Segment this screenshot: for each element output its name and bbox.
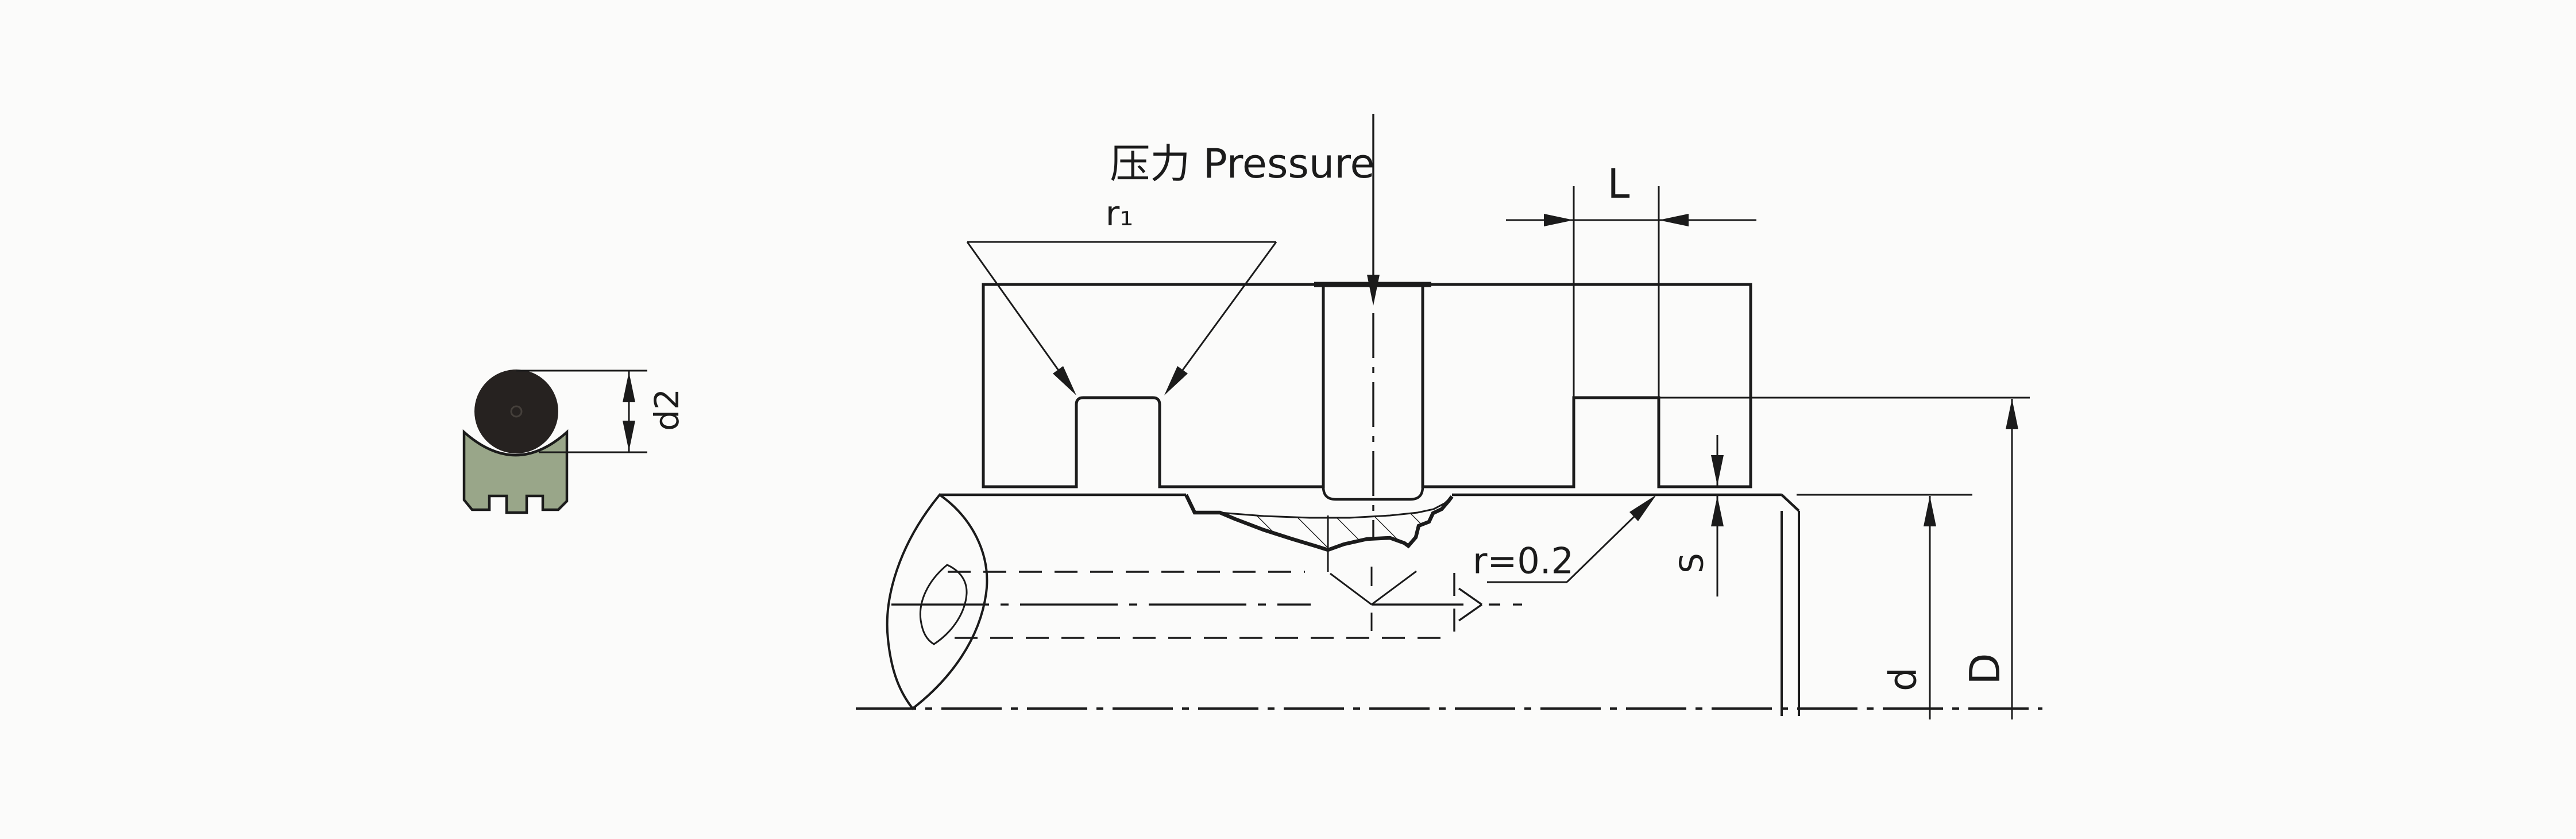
- pressure-arrow-icon: [1367, 275, 1380, 306]
- arrow-left-icon: [1659, 214, 1689, 226]
- pressure-label: 压力 Pressure: [1110, 140, 1374, 187]
- groove-radius-callout: r₁: [966, 194, 1277, 395]
- d-label: d: [1881, 667, 1925, 691]
- cone-right-edge: [1371, 570, 1417, 606]
- installed-seal-outline: [1184, 494, 1454, 552]
- arrow-right-icon: [1544, 214, 1574, 226]
- o-ring-center-mark: [510, 405, 523, 418]
- S-label: S: [1674, 553, 1711, 574]
- r1-leader-right: [1166, 241, 1277, 392]
- groove-diameter-dimension: D: [1660, 397, 2030, 719]
- arrow-up-icon: [1924, 496, 1936, 526]
- D-label: D: [1961, 653, 2009, 684]
- r1-leader-left: [966, 241, 1075, 392]
- arrow-down-icon: [1711, 455, 1724, 486]
- rod-breakout-inner-lens: [919, 564, 968, 645]
- arrow-icon: [1053, 366, 1076, 395]
- hidden-bore-lines: [891, 567, 1522, 639]
- arrow-icon: [1629, 495, 1656, 521]
- open-arrow-icon: [1458, 587, 1482, 606]
- cone-left-edge: [1330, 572, 1372, 606]
- clearance-dimension: S: [1674, 435, 1724, 596]
- arrow-up-icon: [1711, 496, 1724, 526]
- bore-tip-outline: [1322, 486, 1424, 501]
- rod-corner-radius-callout: r=0.2: [1473, 495, 1656, 583]
- r1-label: r₁: [1106, 194, 1134, 234]
- pressure-annotation: 压力 Pressure: [1110, 114, 1380, 539]
- d2-label: d2: [647, 388, 686, 431]
- open-arrow-icon: [1458, 603, 1482, 622]
- installed-seal-section: [1184, 494, 1454, 572]
- groove-width-dimension: L: [1506, 160, 1756, 397]
- seal-profile-icon: d2: [462, 370, 686, 514]
- arrow-up-icon: [623, 372, 635, 402]
- arrow-icon: [1164, 366, 1188, 395]
- installed-seal-body: [1220, 497, 1452, 550]
- arrow-up-icon: [2006, 399, 2018, 429]
- installation-section: 压力 Pressure r₁ L: [856, 114, 2042, 719]
- rod-section: [886, 493, 1800, 716]
- rod-diameter-dimension: d: [1797, 494, 1972, 719]
- housing-right-block: [1421, 283, 1752, 488]
- o-ring-icon: [474, 370, 558, 453]
- rod-end-chamfer: [1781, 494, 1800, 512]
- r02-label: r=0.2: [1473, 540, 1574, 582]
- arrow-down-icon: [623, 421, 635, 451]
- L-label: L: [1608, 160, 1630, 207]
- installed-seal-seam-line: [1219, 495, 1453, 519]
- housing-left-block: [982, 283, 1325, 488]
- d2-dimension: d2: [516, 370, 686, 453]
